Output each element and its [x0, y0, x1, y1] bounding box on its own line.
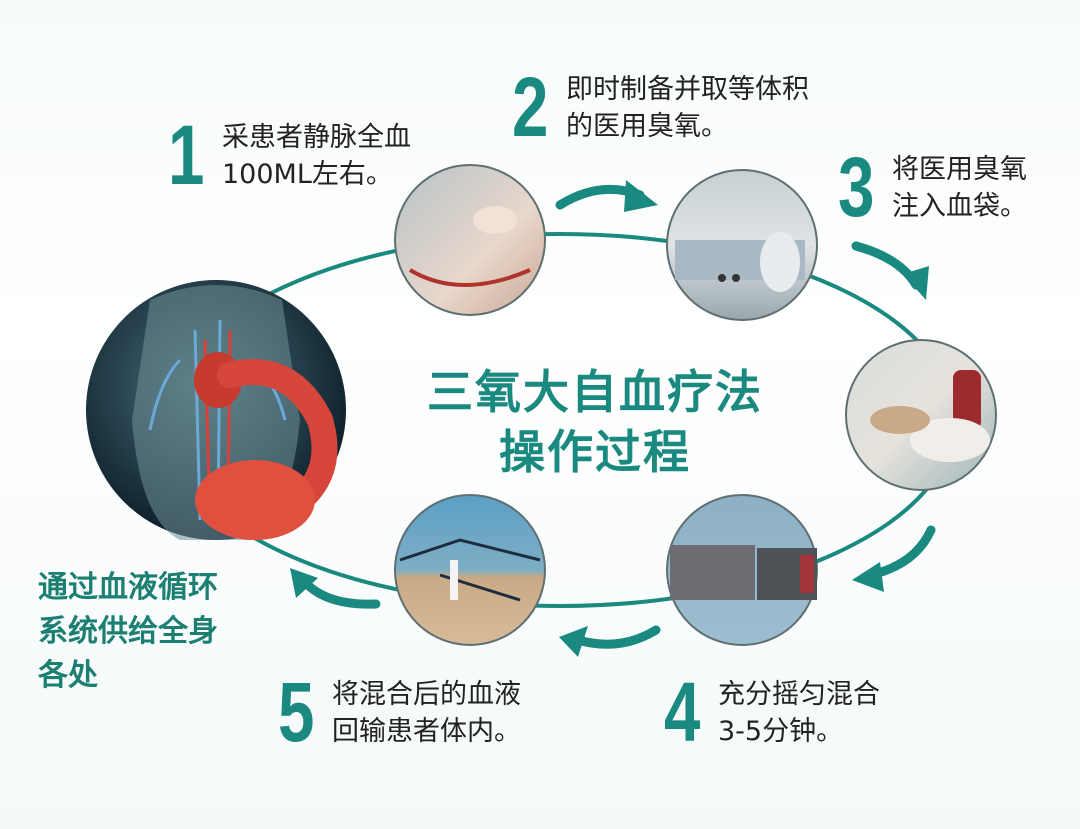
- arrow-step1-to-step2-icon: [555, 180, 658, 212]
- diagram-title: 三氧大自血疗法 操作过程: [427, 365, 763, 479]
- step-description: 即时制备并取等体积 的医用臭氧。: [566, 73, 809, 142]
- circulatory-system-illustration: [86, 280, 346, 540]
- arrow-step5-to-final-icon: [290, 568, 381, 609]
- final-note: 通过血液循环 系统供给全身 各处: [38, 570, 218, 693]
- step-3: 3 将医用臭氧 注入血袋。: [838, 140, 1027, 234]
- blood-draw-photo: [394, 164, 546, 316]
- step-number: 2: [512, 60, 548, 154]
- step-number: 4: [664, 665, 700, 759]
- step-number: 5: [278, 665, 314, 759]
- ozone-injection-photo: [845, 339, 997, 491]
- step-number: 1: [168, 108, 204, 202]
- arrow-step3-to-step4-icon: [852, 525, 936, 592]
- step-2: 2 即时制备并取等体积 的医用臭氧。: [512, 60, 809, 154]
- step-description: 将医用臭氧 注入血袋。: [892, 153, 1027, 222]
- ozone-generator-photo: [666, 169, 818, 321]
- step-description: 充分摇匀混合 3-5分钟。: [718, 678, 880, 747]
- step-description: 将混合后的血液 回输患者体内。: [332, 678, 521, 747]
- step-description: 采患者静脉全血 100ML左右。: [222, 121, 411, 190]
- step-5: 5 将混合后的血液 回输患者体内。: [278, 665, 521, 759]
- reinfusion-photo: [394, 494, 546, 646]
- arrow-step4-to-step5-icon: [559, 625, 661, 657]
- arrow-step2-to-step3-icon: [851, 241, 929, 300]
- step-1: 1 采患者静脉全血 100ML左右。: [168, 108, 411, 202]
- mixing-photo: [666, 494, 818, 646]
- step-4: 4 充分摇匀混合 3-5分钟。: [664, 665, 880, 759]
- step-number: 3: [838, 140, 874, 234]
